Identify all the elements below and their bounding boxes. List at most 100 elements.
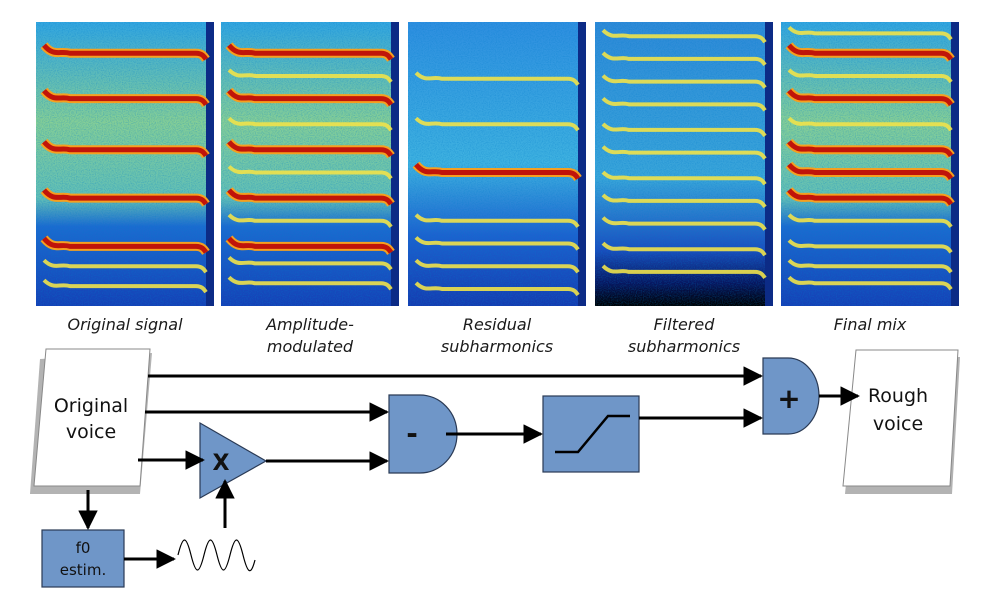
harmonic-band: [787, 43, 954, 61]
harmonic-band: [787, 162, 954, 180]
spectrogram-edge: [206, 22, 214, 306]
spectrogram-panel-original: [36, 22, 214, 306]
caption-residual-line2: subharmonics: [441, 337, 553, 356]
spectrogram-noise: [36, 22, 214, 306]
subharmonic-band: [227, 255, 393, 271]
spectrogram-noise: [595, 22, 773, 306]
subharmonic-band: [414, 236, 580, 251]
input-signal-block: Original voice: [30, 348, 152, 494]
caption-finalmix-line1: Final mix: [834, 315, 907, 334]
subtractor-block: -: [388, 394, 458, 474]
subtract-symbol: -: [406, 417, 418, 450]
subharmonic-band: [601, 51, 767, 67]
input-paper: [33, 348, 151, 487]
harmonic-band: [227, 88, 394, 107]
add-symbol: +: [777, 382, 800, 415]
subharmonic-band: [787, 68, 953, 84]
harmonic-band: [787, 188, 954, 206]
harmonic-band: [787, 140, 954, 158]
f0-estimator-block: f0 estim.: [41, 529, 125, 588]
subharmonic-band: [227, 213, 393, 228]
subharmonic-band: [601, 264, 767, 280]
f0-label-line2: estim.: [60, 561, 106, 579]
spectrogram-panel-amplitude: [221, 22, 399, 306]
subharmonic-band: [787, 116, 953, 132]
harmonic-band: [42, 88, 209, 107]
subharmonic-band: [787, 275, 953, 291]
spectrogram-edge: [951, 22, 959, 306]
input-label-line2: voice: [66, 421, 116, 443]
subharmonic-band: [787, 213, 953, 228]
subharmonic-band: [227, 68, 393, 84]
subharmonic-band: [227, 116, 393, 132]
multiplier-block: X: [199, 421, 268, 500]
subharmonic-band: [787, 258, 953, 274]
harmonic-band: [42, 43, 209, 61]
spectrogram-panel-filtered: [595, 22, 773, 306]
filter-response-icon: [555, 414, 630, 454]
harmonic-band: [227, 140, 394, 158]
subharmonic-band: [42, 278, 208, 294]
caption-row: Original signal Amplitude-modulated Residu…: [67, 315, 906, 356]
spectrogram-row: [36, 22, 959, 306]
output-paper: [842, 349, 959, 487]
caption-amplitude-line1: Amplitude-: [265, 315, 354, 334]
spectrogram-edge: [578, 22, 586, 306]
highpass-filter-block: [542, 395, 640, 473]
subharmonic-band: [787, 238, 953, 254]
output-label-line1: Rough: [868, 385, 928, 407]
spectrogram-panel-finalmix: [781, 22, 959, 306]
subharmonic-band: [601, 96, 767, 112]
subharmonic-band: [414, 71, 580, 86]
subharmonic-band: [601, 216, 767, 231]
subharmonic-band: [601, 74, 767, 89]
multiplier-triangle: [199, 421, 268, 500]
input-label-line1: Original: [54, 395, 128, 417]
adder-block: +: [762, 357, 820, 435]
subharmonic-band: [42, 258, 208, 274]
sine-wave-icon: [177, 539, 256, 572]
harmonic-band: [414, 162, 581, 180]
spectrogram-noise: [221, 22, 399, 306]
subharmonic-band: [601, 241, 767, 257]
caption-amplitude-line2: modulated: [267, 337, 354, 356]
harmonic-band: [787, 88, 954, 107]
adder-shape: [762, 357, 820, 435]
multiply-symbol: X: [213, 451, 230, 476]
spectrogram-edge: [391, 22, 399, 306]
subharmonic-band: [414, 281, 580, 297]
spectrogram-panel-residual: [408, 22, 586, 306]
subharmonic-band: [601, 170, 767, 186]
harmonic-band: [227, 43, 394, 61]
harmonic-band: [42, 140, 209, 158]
spectrogram-edge: [765, 22, 773, 306]
spectrogram-noise: [781, 22, 959, 306]
subharmonic-band: [601, 122, 767, 138]
output-signal-block: Rough voice: [842, 349, 960, 494]
subharmonic-band: [787, 25, 953, 41]
subharmonic-band: [227, 275, 393, 291]
f0-label-line1: f0: [76, 539, 91, 557]
subharmonic-band: [601, 28, 767, 44]
output-label-line2: voice: [873, 413, 923, 435]
subharmonic-band: [227, 165, 393, 180]
subharmonic-band: [601, 145, 767, 160]
harmonic-band: [227, 236, 394, 254]
caption-residual-line1: Residual: [463, 315, 532, 334]
spectrogram-noise: [408, 22, 586, 306]
harmonic-band: [42, 236, 209, 254]
filter-box: [542, 395, 640, 473]
caption-filtered-line1: Filtered: [654, 315, 716, 334]
caption-filtered-line2: subharmonics: [628, 337, 740, 356]
subharmonic-band: [601, 193, 767, 209]
signal-arrows: [78, 366, 860, 569]
caption-original-line1: Original signal: [67, 315, 183, 334]
subharmonic-band: [414, 213, 580, 228]
subtractor-shape: [388, 394, 458, 474]
f0-estimator-box: [41, 529, 125, 588]
subharmonic-band: [414, 116, 580, 132]
harmonic-band: [227, 188, 394, 206]
subharmonic-band: [414, 258, 580, 274]
harmonic-band: [42, 188, 209, 206]
